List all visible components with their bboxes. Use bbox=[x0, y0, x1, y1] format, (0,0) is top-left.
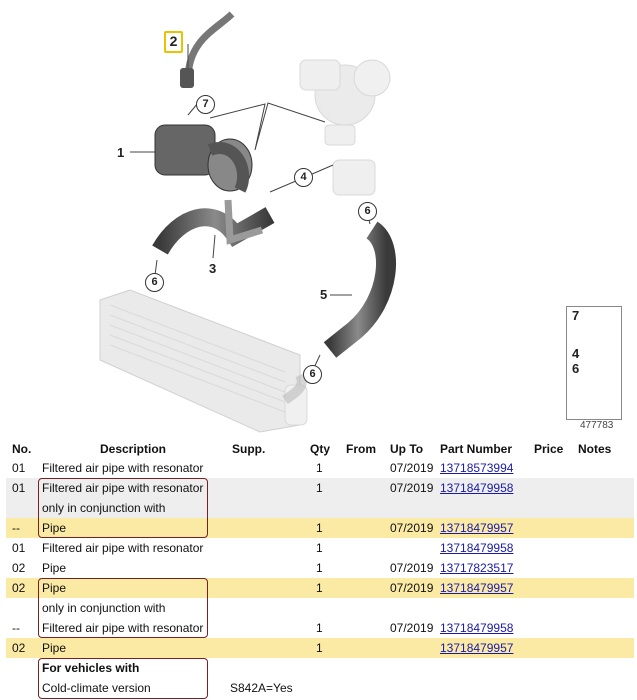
cell-qty: 1 bbox=[316, 581, 323, 595]
part-number-link[interactable]: 13717823517 bbox=[440, 561, 514, 575]
diagram-drawing bbox=[99, 11, 622, 433]
cell-part-number: 13718479958 bbox=[440, 481, 534, 495]
cell-description: Filtered air pipe with resonator bbox=[42, 621, 204, 635]
cell-qty: 1 bbox=[316, 541, 323, 555]
callout-3[interactable]: 3 bbox=[209, 261, 217, 276]
header-no: No. bbox=[12, 441, 32, 456]
cell-no: 01 bbox=[12, 541, 26, 555]
cell-description: Pipe bbox=[42, 561, 67, 575]
cell-no: -- bbox=[12, 621, 20, 635]
legend-number-4: 4 bbox=[572, 346, 580, 361]
cell-qty: 1 bbox=[316, 481, 323, 495]
callout-6-top[interactable]: 6 bbox=[358, 202, 377, 221]
cell-qty: 1 bbox=[316, 621, 323, 635]
cell-description: Filtered air pipe with resonator bbox=[42, 461, 204, 475]
cell-part-number: 13718573994 bbox=[440, 461, 534, 475]
cell-description: Cold-climate version bbox=[42, 681, 151, 695]
cell-description: only in conjunction with bbox=[42, 501, 166, 515]
header-supp: Supp. bbox=[232, 441, 266, 456]
table-row[interactable]: only in conjunction with bbox=[6, 598, 634, 618]
part-number-link[interactable]: 13718479957 bbox=[440, 521, 514, 535]
cell-part-number: 13718479957 bbox=[440, 581, 534, 595]
cell-no: 01 bbox=[12, 481, 26, 495]
cell-part-number: 13718479958 bbox=[440, 541, 534, 555]
cell-supp: S842A=Yes bbox=[230, 681, 293, 695]
cell-no: 01 bbox=[12, 461, 26, 475]
table-row[interactable]: For vehicles with bbox=[6, 658, 634, 678]
header-part-number: Part Number bbox=[440, 441, 513, 456]
turbocharger-shape bbox=[299, 59, 391, 146]
cell-upto: 07/2019 bbox=[390, 481, 434, 495]
callout-1[interactable]: 1 bbox=[117, 145, 125, 160]
part-number-link[interactable]: 13718479958 bbox=[440, 541, 514, 555]
cell-part-number: 13718479957 bbox=[440, 641, 534, 655]
cell-description: Filtered air pipe with resonator bbox=[42, 541, 204, 555]
part-number-link[interactable]: 13718479958 bbox=[440, 621, 514, 635]
callout-6-left[interactable]: 6 bbox=[145, 273, 164, 292]
table-row[interactable]: Cold-climate version S842A=Yes bbox=[6, 678, 634, 698]
header-qty: Qty bbox=[310, 441, 331, 456]
table-row[interactable]: -- Pipe 1 07/2019 13718479957 bbox=[6, 518, 634, 538]
header-notes: Notes bbox=[578, 441, 612, 456]
cell-no: 02 bbox=[12, 641, 26, 655]
legend-number-6: 6 bbox=[572, 361, 580, 376]
callout-6-bottom[interactable]: 6 bbox=[303, 365, 322, 384]
cell-qty: 1 bbox=[316, 641, 323, 655]
cell-part-number: 13717823517 bbox=[440, 561, 534, 575]
part-number-link[interactable]: 13718479957 bbox=[440, 641, 514, 655]
header-description: Description bbox=[99, 441, 166, 456]
cell-description: Pipe bbox=[42, 641, 67, 655]
cell-description: Pipe bbox=[42, 581, 67, 595]
flange-shape bbox=[332, 159, 376, 196]
callout-2-highlighted[interactable]: 2 bbox=[164, 31, 183, 53]
legend-panel bbox=[566, 306, 622, 420]
intercooler-shape bbox=[99, 289, 308, 433]
cell-upto: 07/2019 bbox=[390, 561, 434, 575]
table-row[interactable]: 02 Pipe 1 13718479957 bbox=[6, 638, 634, 658]
callout-5[interactable]: 5 bbox=[320, 287, 328, 302]
part-number-link[interactable]: 13718479958 bbox=[440, 481, 514, 495]
table-row[interactable]: 01 Filtered air pipe with resonator 1 07/20… bbox=[6, 478, 634, 498]
cell-no: 02 bbox=[12, 561, 26, 575]
figure-id: 477783 bbox=[580, 420, 614, 431]
pipe-5-shape bbox=[323, 221, 397, 358]
table-row[interactable]: -- Filtered air pipe with resonator 1 07/20… bbox=[6, 618, 634, 638]
cell-description: only in conjunction with bbox=[42, 601, 166, 615]
parts-diagram: 1 2 3 4 5 6 6 6 7 7 4 6 477783 bbox=[99, 11, 622, 433]
cell-upto: 07/2019 bbox=[390, 521, 434, 535]
parts-table: No. Description Supp. Qty From Up To Par… bbox=[6, 439, 634, 699]
hose-2-shape bbox=[184, 11, 235, 77]
cell-qty: 1 bbox=[316, 461, 323, 475]
cell-no: 02 bbox=[12, 581, 26, 595]
cell-upto: 07/2019 bbox=[390, 581, 434, 595]
part-number-link[interactable]: 13718573994 bbox=[440, 461, 514, 475]
header-upto: Up To bbox=[390, 441, 424, 456]
cell-qty: 1 bbox=[316, 521, 323, 535]
cell-qty: 1 bbox=[316, 561, 323, 575]
cell-upto: 07/2019 bbox=[390, 621, 434, 635]
resonator-shape bbox=[154, 124, 253, 193]
header-price: Price bbox=[534, 441, 564, 456]
leader-line bbox=[209, 102, 326, 151]
table-header: No. Description Supp. Qty From Up To Par… bbox=[6, 439, 634, 458]
header-from: From bbox=[346, 441, 376, 456]
cell-description: Pipe bbox=[42, 521, 67, 535]
cell-upto: 07/2019 bbox=[390, 461, 434, 475]
callout-7[interactable]: 7 bbox=[196, 95, 215, 114]
cell-description: Filtered air pipe with resonator bbox=[42, 481, 204, 495]
cell-description: For vehicles with bbox=[42, 661, 140, 675]
cell-no: -- bbox=[12, 521, 20, 535]
legend-number-7: 7 bbox=[572, 308, 580, 323]
part-number-link[interactable]: 13718479957 bbox=[440, 581, 514, 595]
callout-4[interactable]: 4 bbox=[294, 168, 313, 187]
table-row[interactable]: 02 Pipe 1 07/2019 13717823517 bbox=[6, 558, 634, 578]
table-row[interactable]: 01 Filtered air pipe with resonator 1 07/20… bbox=[6, 458, 634, 478]
cell-part-number: 13718479957 bbox=[440, 521, 534, 535]
table-row[interactable]: only in conjunction with bbox=[6, 498, 634, 518]
table-row[interactable]: 01 Filtered air pipe with resonator 1 13718… bbox=[6, 538, 634, 558]
cell-part-number: 13718479958 bbox=[440, 621, 534, 635]
table-row[interactable]: 02 Pipe 1 07/2019 13718479957 bbox=[6, 578, 634, 598]
